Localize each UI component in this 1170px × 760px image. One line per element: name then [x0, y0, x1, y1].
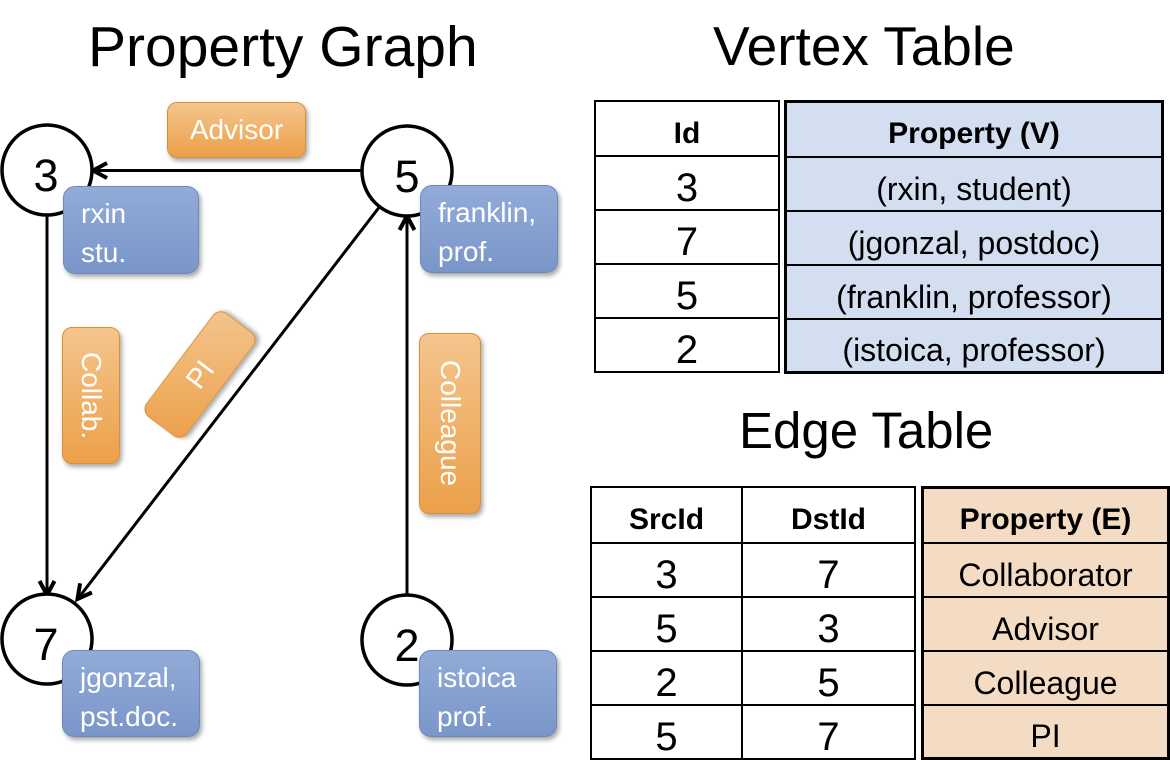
svg-text:7: 7: [33, 619, 58, 670]
svg-text:3: 3: [33, 150, 58, 201]
svg-text:5: 5: [394, 151, 419, 202]
svg-text:2: 2: [394, 620, 419, 671]
